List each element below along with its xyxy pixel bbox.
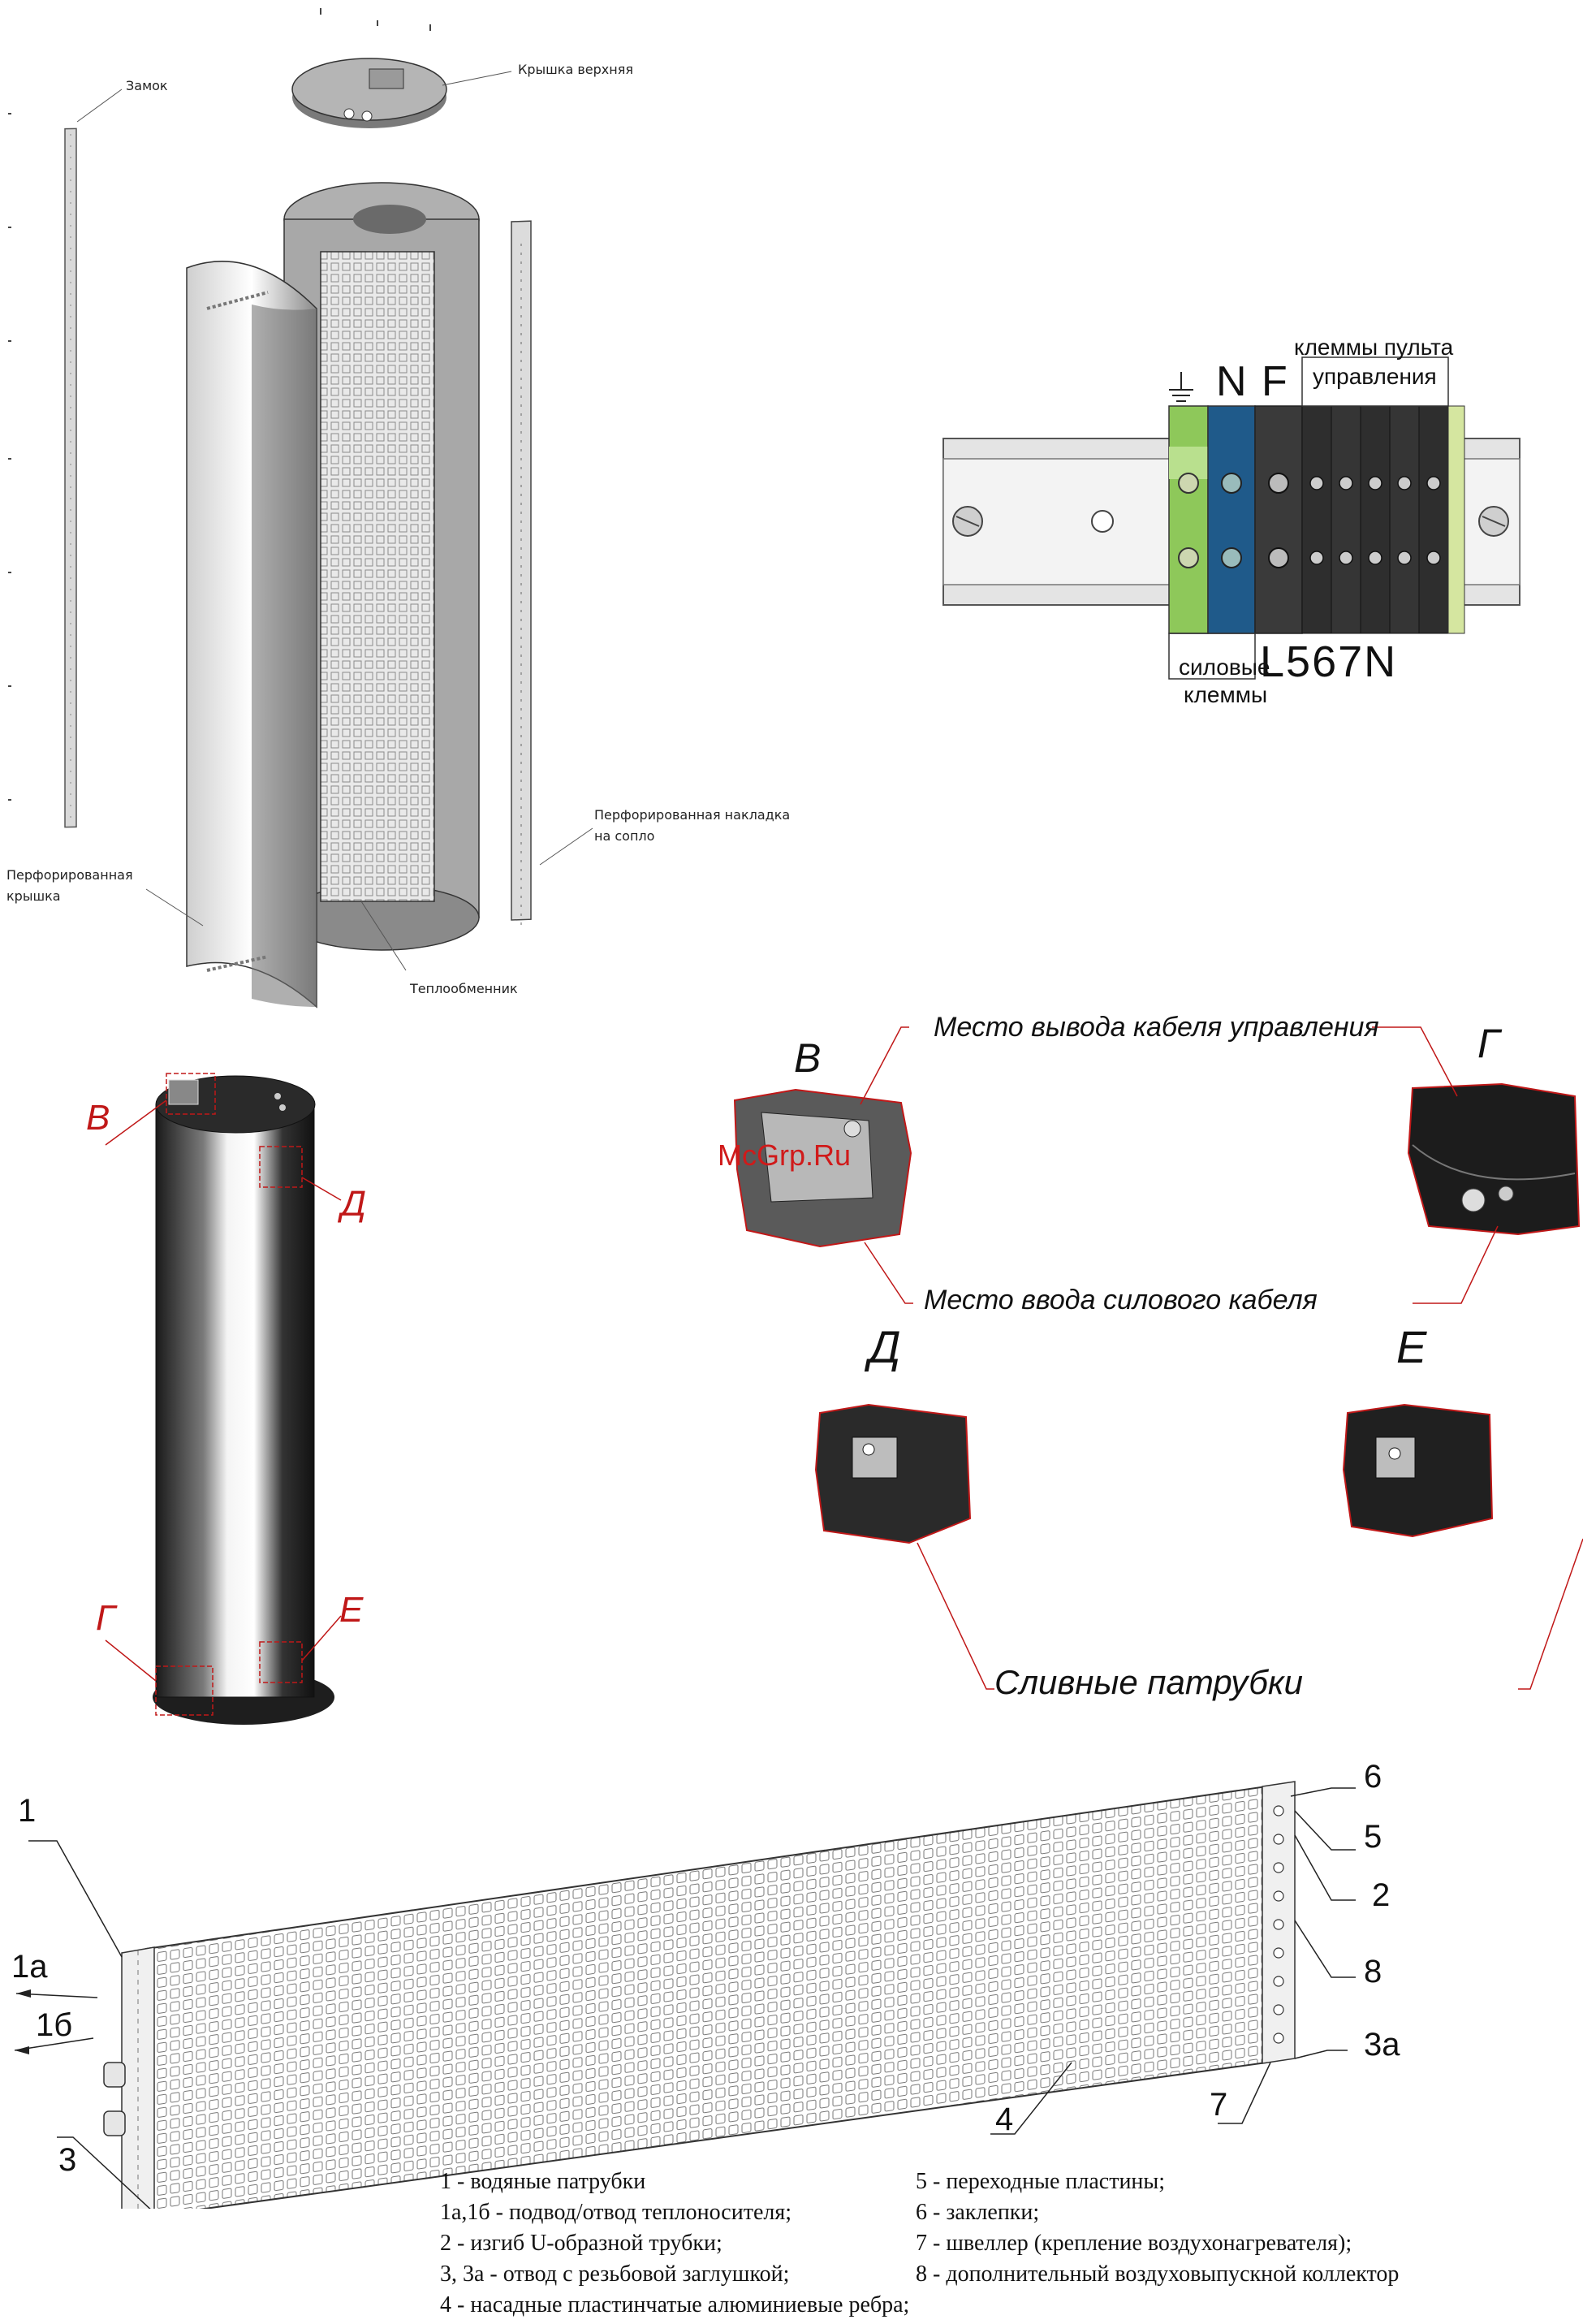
coil-drawing bbox=[14, 1781, 1356, 2209]
column-figure: В Д Г Е bbox=[65, 1056, 390, 1738]
label-perforated-cover-2: крышка bbox=[6, 888, 61, 904]
details-figure: В Г Д Е Место вывода кабеля управления М… bbox=[698, 999, 1583, 1713]
coil-label-3: 3 bbox=[58, 2142, 77, 2178]
coil-label-1a: 1а bbox=[11, 1949, 48, 1985]
label-control-terminals-1: клеммы пульта bbox=[1294, 335, 1454, 360]
legend-item: 8 - дополнительный воздуховыпускной колл… bbox=[916, 2261, 1400, 2287]
label-drains: Сливные патрубки bbox=[994, 1663, 1304, 1701]
box-v bbox=[166, 1073, 216, 1115]
label-col-v: В bbox=[86, 1098, 110, 1138]
label-terminal-code: L567N bbox=[1260, 637, 1398, 686]
watermark: McGrp.Ru bbox=[718, 1138, 852, 1172]
nozzle-overlay bbox=[511, 220, 532, 921]
legend-item: 3, 3а - отвод с резьбовой заглушкой; bbox=[440, 2261, 790, 2287]
details-drawing bbox=[733, 1026, 1583, 1690]
detail-label-d: Д bbox=[869, 1321, 901, 1372]
legend-item: 6 - заклепки; bbox=[916, 2200, 1040, 2225]
detail-e-image bbox=[1342, 1403, 1494, 1538]
label-control-cable: Место вывода кабеля управления bbox=[934, 1012, 1379, 1043]
lock-strip bbox=[64, 127, 77, 828]
label-power-terminals-1: силовые bbox=[1179, 654, 1270, 680]
coil-label-6: 6 bbox=[1364, 1759, 1382, 1795]
coil-figure: 1 1а 1б 3 4 7 3а 8 2 5 6 bbox=[0, 1754, 1583, 2209]
legend-right: 5 - переходные пластины; 6 - заклепки; 7… bbox=[916, 2166, 1399, 2290]
coil-label-1b: 1б bbox=[36, 2007, 73, 2043]
label-power-cable: Место ввода силового кабеля bbox=[924, 1285, 1318, 1315]
exploded-drawing bbox=[8, 8, 593, 1009]
label-nozzle-overlay-2: на сопло bbox=[594, 828, 655, 844]
heat-exchanger-core bbox=[320, 251, 435, 902]
legend-left: 1 - водяные патрубки 1а,1б - подвод/отво… bbox=[440, 2166, 909, 2321]
legend-item: 4 - насадные пластинчатые алюминиевые ре… bbox=[440, 2292, 910, 2318]
coil-label-1: 1 bbox=[18, 1793, 37, 1829]
earth-symbol bbox=[1169, 372, 1193, 402]
label-lock: Замок bbox=[126, 78, 168, 93]
label-n: N bbox=[1216, 358, 1247, 405]
coil-label-7: 7 bbox=[1210, 2087, 1228, 2123]
label-perforated-cover-1: Перфорированная bbox=[6, 867, 133, 883]
box-d bbox=[259, 1146, 303, 1188]
label-nozzle-overlay-1: Перфорированная накладка bbox=[594, 807, 791, 823]
coil-label-5: 5 bbox=[1364, 1819, 1382, 1855]
coil-fins bbox=[145, 1785, 1267, 2209]
coil-label-4: 4 bbox=[995, 2102, 1014, 2137]
column-drawing bbox=[105, 1073, 342, 1725]
coil-label-3a: 3а bbox=[1364, 2027, 1400, 2063]
n-terminal bbox=[1207, 405, 1256, 634]
label-col-e: Е bbox=[339, 1590, 364, 1630]
detail-label-e: Е bbox=[1396, 1321, 1427, 1372]
legend-item: 7 - швеллер (крепление воздухонагревател… bbox=[916, 2231, 1352, 2256]
detail-g-image bbox=[1407, 1082, 1581, 1236]
legend-item: 2 - изгиб U-образной трубки; bbox=[440, 2231, 722, 2256]
label-f: F bbox=[1262, 358, 1288, 405]
terminal-block-drawing bbox=[942, 356, 1520, 680]
box-g bbox=[155, 1665, 214, 1716]
terminal-block-figure: N F клеммы пульта управления силовые кле… bbox=[934, 325, 1534, 723]
exploded-view: Замок Крышка верхняя Перфорированная кры… bbox=[0, 0, 812, 1023]
label-heat-exchanger: Теплообменник bbox=[410, 981, 518, 996]
legend-item: 5 - переходные пластины; bbox=[916, 2169, 1166, 2194]
label-power-terminals-2: клеммы bbox=[1184, 682, 1268, 707]
label-col-g: Г bbox=[96, 1598, 115, 1638]
f-terminal bbox=[1254, 405, 1303, 634]
label-col-d: Д bbox=[341, 1184, 366, 1224]
legend-item: 1 - водяные патрубки bbox=[440, 2169, 646, 2194]
detail-label-v: В bbox=[794, 1035, 822, 1081]
detail-label-g: Г bbox=[1477, 1021, 1500, 1066]
control-terminals bbox=[1301, 405, 1449, 634]
coil-label-2: 2 bbox=[1372, 1877, 1391, 1913]
label-top-cover: Крышка верхняя bbox=[518, 62, 633, 77]
label-control-terminals-2: управления bbox=[1313, 364, 1437, 389]
earth-terminal bbox=[1168, 405, 1209, 634]
box-e bbox=[259, 1641, 303, 1683]
legend-item: 1а,1б - подвод/отвод теплоносителя; bbox=[440, 2200, 792, 2225]
coil-label-8: 8 bbox=[1364, 1954, 1382, 1989]
